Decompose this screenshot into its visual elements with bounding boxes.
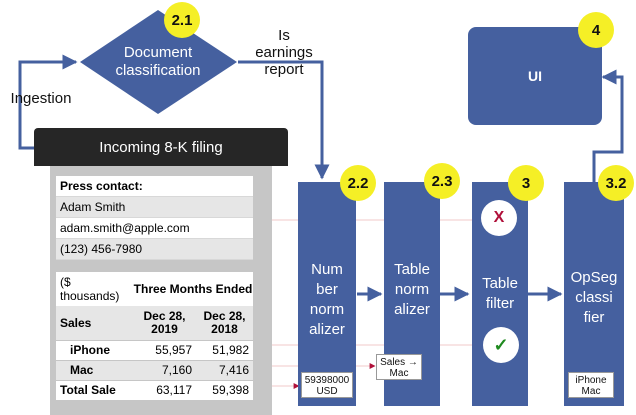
ui-node: UI [468,27,602,125]
badge-3: 3 [508,165,544,201]
sales-header: Sales [60,316,92,330]
ui-label: UI [528,68,542,84]
press-contact-name: Adam Smith [56,197,253,218]
table-normalizer-node: Table norm alizer Sales → Mac [376,182,440,406]
row-value-2018: 7,416 [218,363,249,377]
row-value-2019: 55,957 [155,343,192,357]
table-normalizer-example: Sales → Mac [376,354,422,380]
financial-table-header-row: ($ thousands) Three Months Ended [56,272,253,306]
badge-2-3: 2.3 [424,163,460,199]
opseg-classifier-node: OpSeg classi fier iPhone Mac [564,182,624,406]
period-label: Three Months Ended [133,282,253,296]
financial-table: ($ thousands) Three Months Ended Sales D… [56,272,253,400]
col-header-2019: Dec 28, 2019 [143,309,186,336]
opseg-classifier-label: OpSeg classi fier [570,269,618,326]
row-value-2019: 63,117 [156,383,192,397]
row-value-2019: 7,160 [161,363,192,377]
row-value-2018: 59,398 [212,383,249,397]
press-contact-heading: Press contact: [56,176,253,197]
table-filter-label: Table filter [482,275,518,312]
row-label: Mac [70,363,94,377]
number-normalizer-label: Num ber norm alizer [309,261,345,338]
table-row: iPhone 55,957 51,982 [56,341,253,360]
press-contact-phone: (123) 456-7980 [56,239,253,260]
document-classification-diamond [80,10,237,114]
number-normalizer-example: 59398000 USD [301,372,353,398]
earnings-report-arrow [238,60,330,180]
document-classification-label: Document classification [115,44,201,79]
badge-4: 4 [578,12,614,48]
table-row: Total Sale 63,117 59,398 [56,381,253,400]
units-label: ($ thousands) [60,275,120,303]
ingestion-arrow [18,54,78,150]
table-normalizer-label: Table norm alizer [394,261,430,318]
col-header-2018: Dec 28, 2018 [203,309,246,336]
financial-table-subheader-row: Sales Dec 28, 2019 Dec 28, 2018 [56,306,253,340]
incoming-filing-header: Incoming 8-K filing [34,128,288,166]
badge-2-2: 2.2 [340,165,376,201]
row-label: Total Sale [60,383,116,397]
press-contact-email: adam.smith@apple.com [56,218,253,239]
press-contact-table: Press contact: Adam Smith adam.smith@app… [56,176,253,260]
arrow-opseg-to-ui [592,69,624,182]
ingestion-label: Ingestion [10,90,72,107]
row-label: iPhone [70,343,111,357]
number-normalizer-node: Num ber norm alizer 59398000 USD [298,182,356,406]
reject-mark: X [481,200,517,236]
badge-3-2: 3.2 [598,165,634,201]
is-earnings-report-label: Is earnings report [255,27,313,78]
opseg-classifier-example: iPhone Mac [568,372,614,398]
row-value-2018: 51,982 [212,343,249,357]
badge-2-1: 2.1 [164,2,200,38]
accept-mark: ✓ [483,327,519,363]
table-row: Mac 7,160 7,416 [56,361,253,380]
